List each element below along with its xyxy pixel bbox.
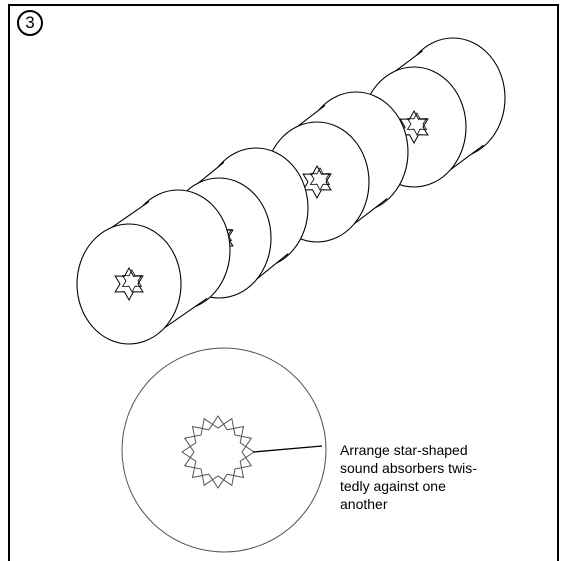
front-view-group — [121, 347, 327, 553]
absorber-stack — [76, 37, 506, 345]
star-cutout-inner — [183, 417, 253, 487]
star-cutout-outer — [181, 415, 255, 489]
step-number-badge: 3 — [17, 10, 43, 36]
callout-text: Arrange star-shaped sound absorbers twis… — [340, 441, 550, 513]
star-hole-inner-edge — [121, 269, 143, 293]
callout-line-4: another — [340, 496, 388, 512]
star-hole-inner-edge — [309, 167, 331, 191]
callout-line-1: Arrange star-shaped — [340, 442, 468, 458]
frame-border — [8, 4, 559, 561]
callout-line-2: sound absorbers twis- — [340, 460, 477, 476]
callout-leader-line — [252, 445, 323, 453]
absorber-cylinder — [361, 37, 506, 188]
star-hole-inner-edge — [406, 112, 428, 136]
callout-line-3: tedly against one — [340, 478, 446, 494]
absorber-cylinder — [264, 91, 409, 243]
star-hole — [114, 266, 144, 302]
star-hole — [302, 164, 332, 200]
absorber-cylinder — [76, 189, 231, 345]
absorber-front-view — [121, 347, 327, 553]
